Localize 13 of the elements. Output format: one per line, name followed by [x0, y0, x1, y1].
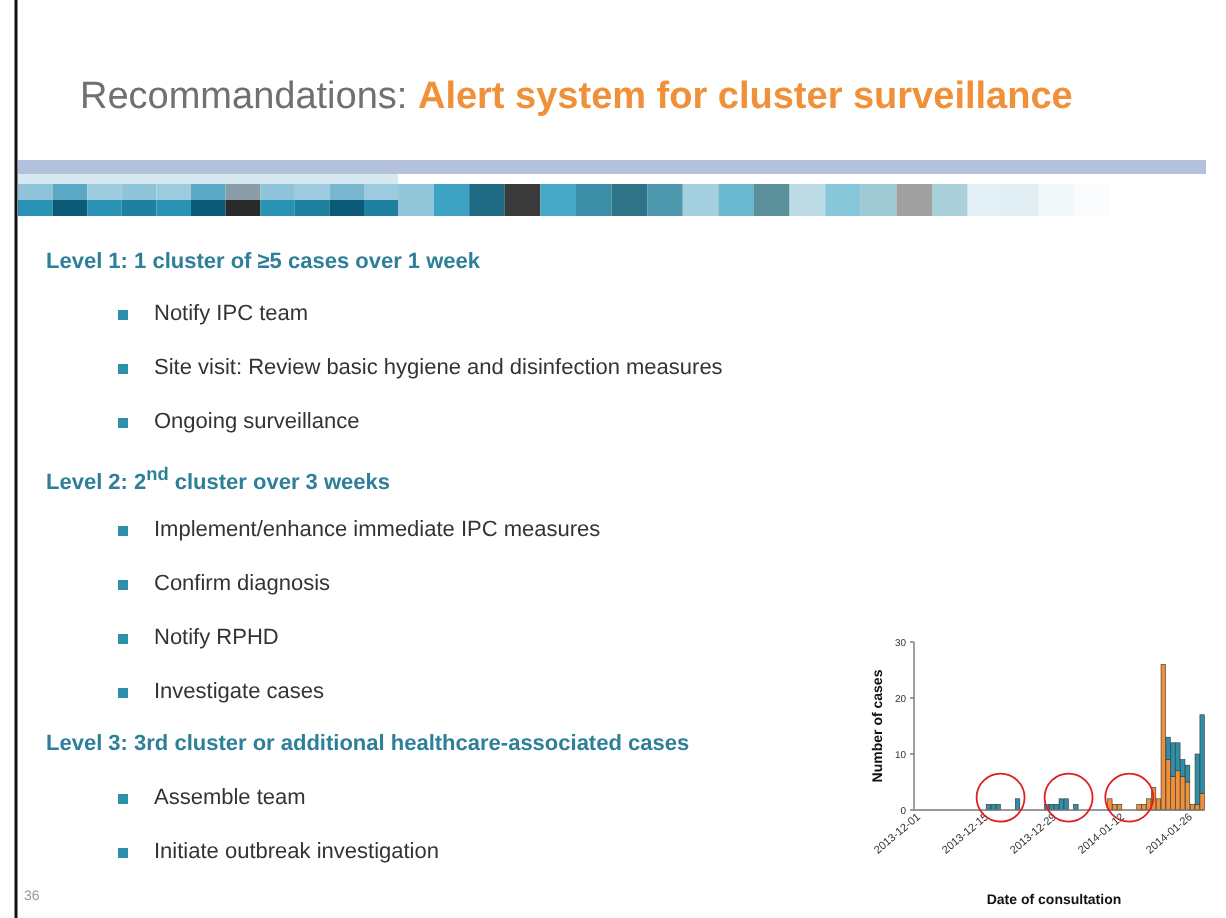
- bullet-text: Confirm diagnosis: [154, 572, 331, 596]
- slide-title: Recommandations: Alert system for cluster surveillance: [80, 76, 1073, 120]
- bullet-text: Initiate outbreak investigation: [154, 840, 439, 864]
- bullet-text: Notify IPC team: [154, 302, 309, 326]
- bullet-text: Assemble team: [154, 786, 306, 810]
- level-heading: Level 1: 1 cluster of ≥5 cases over 1 week: [46, 250, 480, 274]
- level-heading: Level 2: 2$^{nd}$ cluster over 3 weeks: [46, 464, 391, 496]
- bullet-text: Ongoing surveillance: [154, 410, 360, 434]
- bullet-text: Implement/enhance immediate IPC measures: [154, 518, 601, 542]
- bullet-text: Investigate cases: [154, 680, 324, 704]
- level-heading: Level 3: 3rd cluster or additional healthcare-associated cases: [46, 732, 690, 756]
- bullet-text: Site visit: Review basic hygiene and disinfection measures: [154, 356, 723, 380]
- bullet-text: Notify RPHD: [154, 626, 279, 650]
